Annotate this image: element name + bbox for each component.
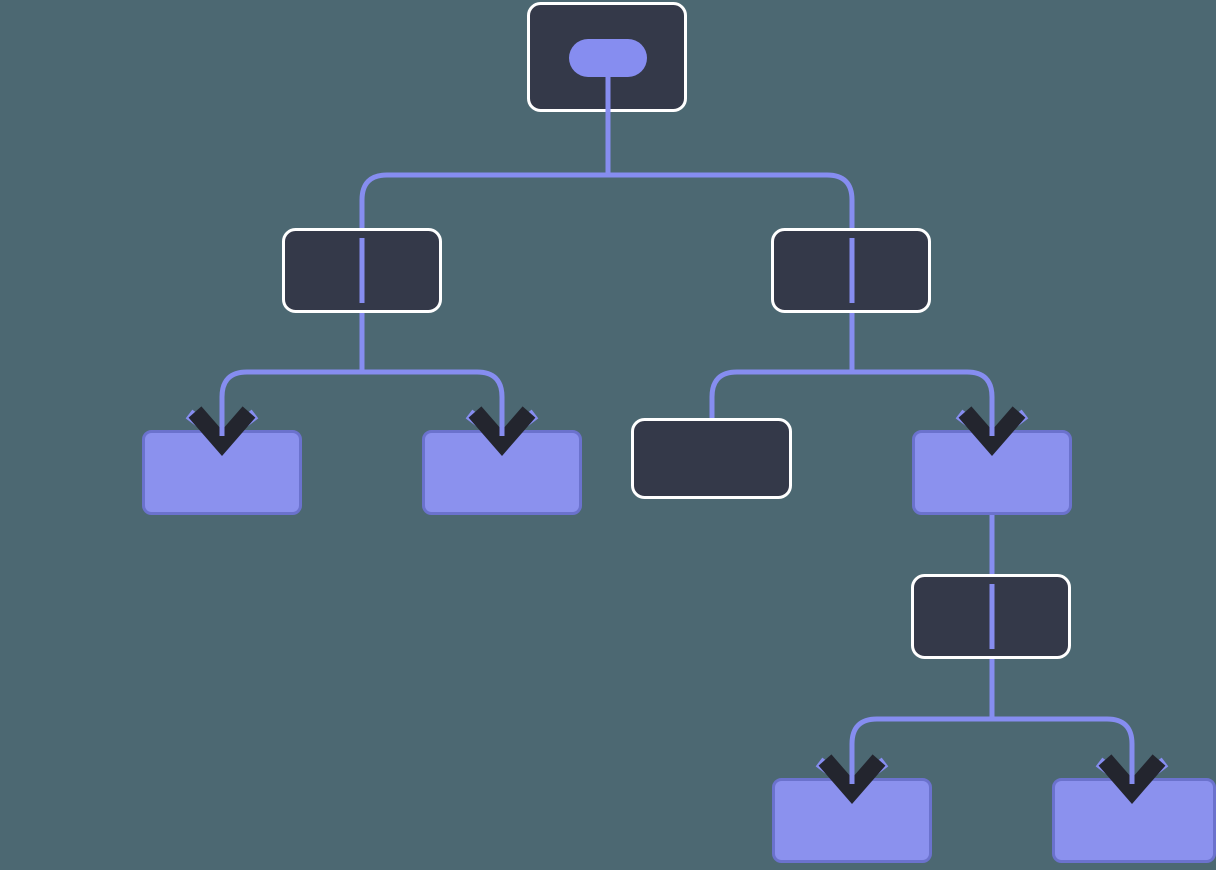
dark-leaf-node-c-body[interactable] xyxy=(631,418,792,499)
level2-left-node[interactable] xyxy=(282,228,442,313)
arrowhead-layer xyxy=(185,406,1169,804)
connector-root-to-level2-right xyxy=(608,172,855,238)
arrowhead-fill xyxy=(468,406,536,456)
arrowhead-icon xyxy=(955,406,1029,456)
dark-leaf-node-c[interactable] xyxy=(631,418,792,499)
arrowhead-icon xyxy=(465,406,539,456)
connector-layer xyxy=(219,112,1135,788)
connector-level4-to-leaf-f xyxy=(992,716,1135,788)
connector-level2-left-to-leaf-a xyxy=(219,369,362,440)
arrowhead-icon xyxy=(815,754,889,804)
connector-level2-left-to-leaf-b xyxy=(362,369,505,440)
arrowhead-fill xyxy=(1098,754,1166,804)
arrowhead-fill xyxy=(818,754,886,804)
arrowhead-fill xyxy=(958,406,1026,456)
root-node[interactable] xyxy=(527,2,687,113)
connector-level4-to-leaf-e xyxy=(849,716,992,788)
arrowhead-fill xyxy=(188,406,256,456)
level4-node[interactable] xyxy=(911,574,1071,659)
arrowhead-icon xyxy=(1095,754,1169,804)
arrowhead-icon xyxy=(185,406,259,456)
connector-level2-right-to-dark-leaf-c xyxy=(709,369,852,424)
connector-root-to-level2-left xyxy=(359,172,608,238)
connector-level2-right-to-leaf-d xyxy=(852,369,995,440)
node-layer xyxy=(142,2,1216,863)
level2-right-node[interactable] xyxy=(771,228,931,313)
